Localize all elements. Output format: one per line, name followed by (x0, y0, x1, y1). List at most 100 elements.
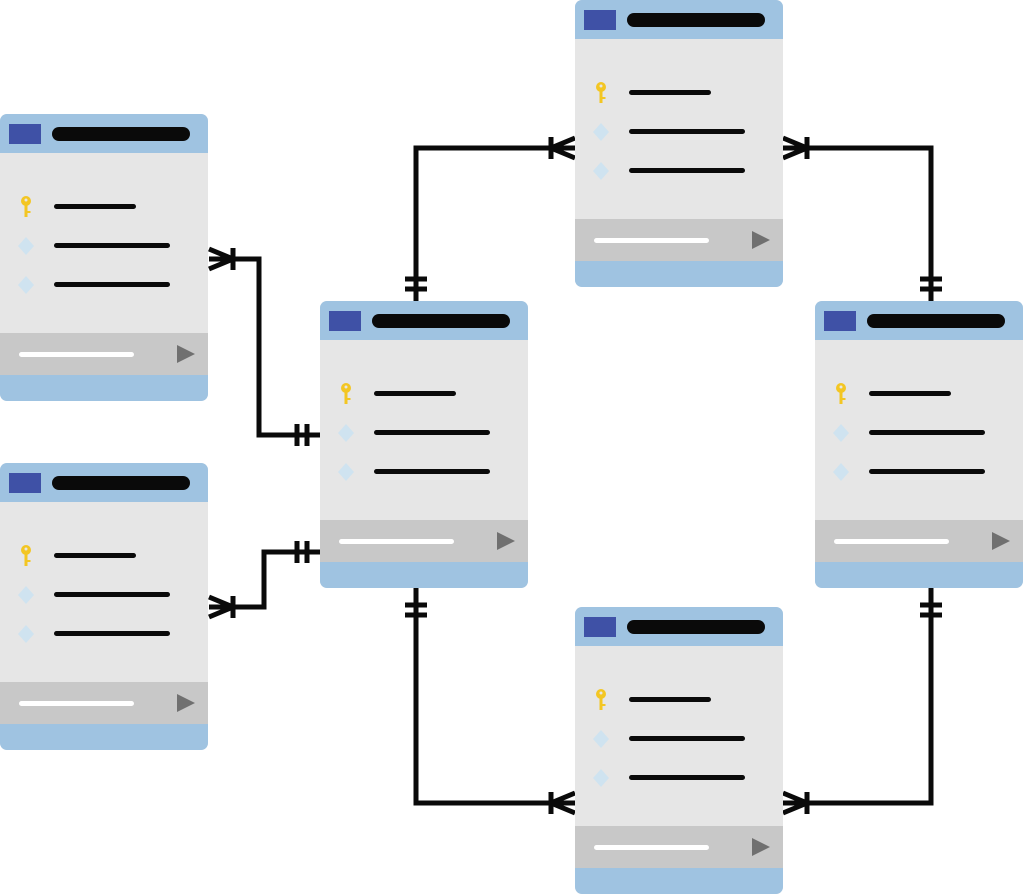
field-name-placeholder (629, 775, 745, 780)
relationship-left-bottom-center (208, 541, 320, 620)
footer-text-placeholder (834, 539, 949, 544)
field-row-attribute (0, 234, 208, 258)
table-icon (329, 311, 361, 331)
diamond-icon (833, 463, 849, 481)
table-icon (824, 311, 856, 331)
marker-exactly-one (920, 602, 942, 618)
table-card-top (575, 0, 783, 287)
marker-exactly-one (405, 276, 427, 292)
table-footer (815, 520, 1023, 562)
table-icon (9, 124, 41, 144)
marker-exactly-one (294, 541, 310, 563)
field-row-primary-key (320, 382, 528, 406)
diamond-icon (833, 424, 849, 442)
field-name-placeholder (629, 697, 711, 702)
key-icon (21, 545, 31, 566)
field-row-attribute (0, 622, 208, 646)
table-bottom-band (575, 868, 783, 894)
crowfoot-one-or-many (208, 246, 240, 272)
play-icon (177, 345, 195, 363)
table-header (575, 0, 783, 39)
table-header (815, 301, 1023, 340)
table-card-left-top (0, 114, 208, 401)
field-row-attribute (575, 727, 783, 751)
table-card-bottom (575, 607, 783, 894)
field-name-placeholder (869, 469, 985, 474)
table-footer (0, 682, 208, 724)
field-name-placeholder (374, 391, 456, 396)
relationship-right-bottom (782, 588, 942, 816)
play-icon (992, 532, 1010, 550)
table-bottom-band (320, 562, 528, 588)
field-row-attribute (815, 460, 1023, 484)
table-bottom-band (0, 375, 208, 401)
key-icon (836, 383, 846, 404)
crowfoot-one-or-many (208, 594, 240, 620)
table-bottom-band (0, 724, 208, 750)
relationship-center-top (405, 135, 576, 301)
table-header (575, 607, 783, 646)
field-row-attribute (0, 273, 208, 297)
field-row-attribute (320, 421, 528, 445)
footer-text-placeholder (339, 539, 454, 544)
marker-exactly-one (405, 602, 427, 618)
field-name-placeholder (374, 430, 490, 435)
table-header (0, 114, 208, 153)
field-row-attribute (575, 766, 783, 790)
relationship-center-bottom (405, 588, 576, 816)
field-row-attribute (575, 120, 783, 144)
footer-text-placeholder (594, 845, 709, 850)
table-card-center (320, 301, 528, 588)
play-icon (497, 532, 515, 550)
relationship-left-top-center (208, 246, 320, 446)
field-row-primary-key (575, 81, 783, 105)
table-bottom-band (575, 261, 783, 287)
diamond-icon (18, 237, 34, 255)
footer-text-placeholder (19, 701, 134, 706)
diamond-icon (18, 625, 34, 643)
crowfoot-one-or-many (544, 790, 576, 816)
diamond-icon (593, 730, 609, 748)
table-title-placeholder (627, 13, 765, 27)
diamond-icon (18, 276, 34, 294)
table-title-placeholder (52, 476, 190, 490)
field-row-attribute (0, 583, 208, 607)
crowfoot-one-or-many (782, 790, 814, 816)
play-icon (752, 838, 770, 856)
footer-text-placeholder (594, 238, 709, 243)
field-name-placeholder (54, 592, 170, 597)
field-name-placeholder (629, 90, 711, 95)
field-row-primary-key (0, 195, 208, 219)
table-bottom-band (815, 562, 1023, 588)
diamond-icon (338, 424, 354, 442)
footer-text-placeholder (19, 352, 134, 357)
field-name-placeholder (869, 430, 985, 435)
crowfoot-one-or-many (544, 135, 576, 161)
field-row-attribute (320, 460, 528, 484)
table-footer (575, 826, 783, 868)
field-name-placeholder (374, 469, 490, 474)
table-icon (584, 617, 616, 637)
field-name-placeholder (54, 631, 170, 636)
table-header (0, 463, 208, 502)
table-icon (9, 473, 41, 493)
play-icon (177, 694, 195, 712)
field-name-placeholder (629, 129, 745, 134)
key-icon (341, 383, 351, 404)
field-name-placeholder (54, 204, 136, 209)
table-card-left-bottom (0, 463, 208, 750)
diamond-icon (593, 769, 609, 787)
field-row-primary-key (0, 544, 208, 568)
table-footer (0, 333, 208, 375)
key-icon (596, 689, 606, 710)
field-name-placeholder (629, 736, 745, 741)
field-row-primary-key (575, 688, 783, 712)
table-title-placeholder (372, 314, 510, 328)
crowfoot-one-or-many (782, 135, 814, 161)
field-row-attribute (815, 421, 1023, 445)
field-row-attribute (575, 159, 783, 183)
table-title-placeholder (867, 314, 1005, 328)
table-footer (575, 219, 783, 261)
